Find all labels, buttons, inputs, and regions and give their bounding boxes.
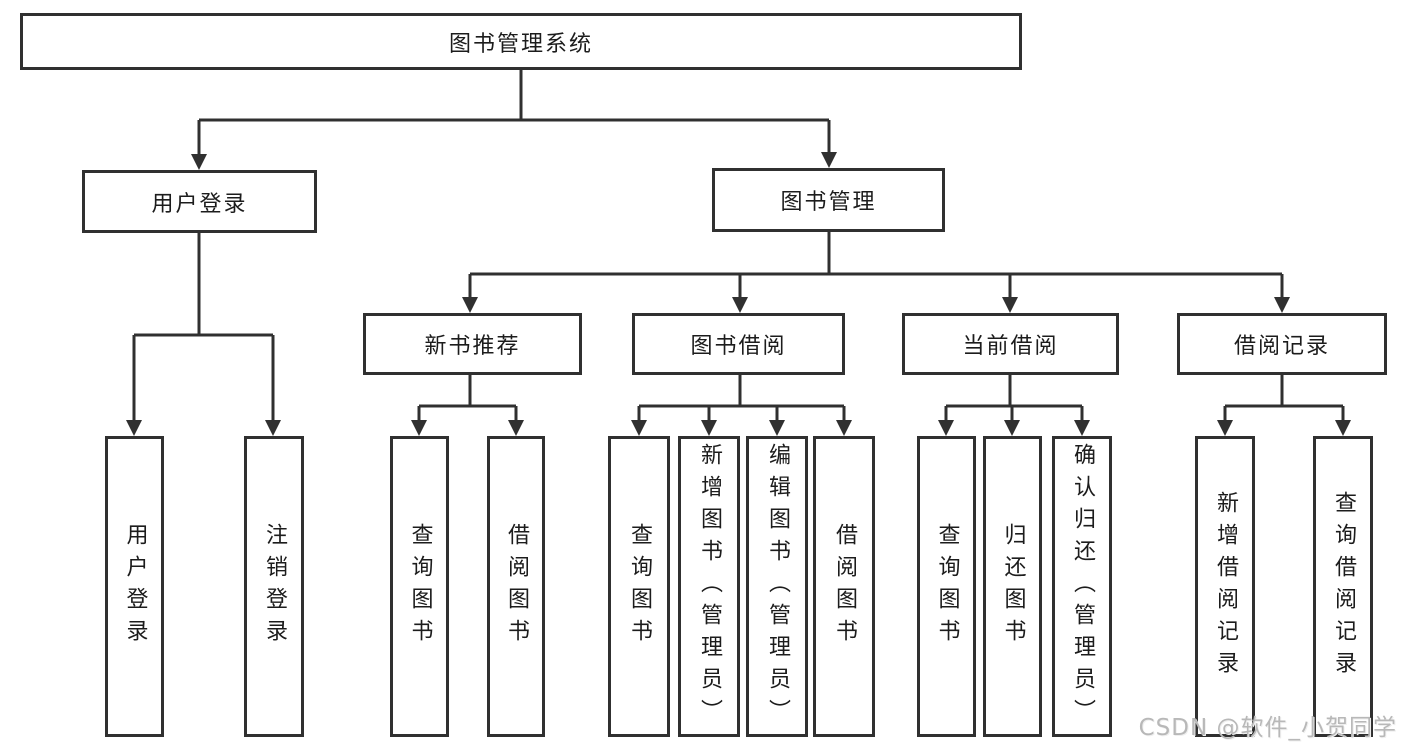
leaf-query-borrow-record-label: 查询借阅记录: [1331, 490, 1356, 683]
node-new-book-recommend-label: 新书推荐: [424, 334, 521, 359]
leaf-user-login: 用户登录: [105, 436, 164, 737]
node-borrow-records-label: 借阅记录: [1233, 334, 1330, 359]
node-book-management: 图书管理: [712, 168, 945, 232]
arrow-down-icon: [191, 154, 207, 170]
arrow-down-icon: [265, 420, 281, 436]
leaf-query-book-borrow-label: 查询图书: [627, 522, 652, 651]
node-user-login: 用户登录: [82, 170, 317, 233]
arrow-down-icon: [1004, 420, 1020, 436]
leaf-borrow-book: 借阅图书: [813, 436, 875, 737]
leaf-edit-book-admin-label: 编辑图书（管理员）: [765, 442, 790, 731]
connector-root-to-level1: [197, 70, 831, 154]
leaf-query-borrow-record: 查询借阅记录: [1313, 436, 1373, 737]
leaf-logout: 注销登录: [244, 436, 304, 737]
node-book-borrow: 图书借阅: [632, 313, 845, 375]
leaf-return-book-label: 归还图书: [1000, 522, 1026, 651]
node-book-borrow-label: 图书借阅: [690, 334, 787, 359]
arrowheads: [126, 152, 1351, 436]
leaf-query-book-recommend: 查询图书: [390, 436, 449, 737]
leaf-return-book: 归还图书: [983, 436, 1042, 737]
leaf-add-book-admin: 新增图书（管理员）: [678, 436, 740, 737]
arrow-down-icon: [938, 420, 954, 436]
leaf-add-borrow-record-label: 新增借阅记录: [1213, 490, 1238, 683]
arrow-down-icon: [508, 420, 524, 436]
connector-current-to-leaves: [944, 375, 1084, 420]
arrow-down-icon: [462, 297, 478, 313]
connector-recommend-to-leaves: [417, 375, 518, 420]
leaf-query-book-recommend-label: 查询图书: [407, 522, 433, 651]
node-current-borrow-label: 当前借阅: [962, 334, 1059, 359]
leaf-borrow-book-recommend: 借阅图书: [487, 436, 545, 737]
leaf-borrow-book-recommend-label: 借阅图书: [504, 522, 529, 651]
node-borrow-records: 借阅记录: [1177, 313, 1387, 375]
node-root: 图书管理系统: [20, 13, 1022, 70]
node-root-label: 图书管理系统: [448, 31, 593, 57]
csdn-watermark: CSDN @软件_小贺同学: [1138, 715, 1397, 741]
leaf-user-login-label: 用户登录: [122, 522, 148, 651]
arrow-down-icon: [126, 420, 142, 436]
leaf-borrow-book-label: 借阅图书: [832, 522, 857, 651]
arrow-down-icon: [1002, 297, 1018, 313]
connector-records-to-leaves: [1223, 375, 1345, 420]
arrow-down-icon: [769, 420, 785, 436]
leaf-query-book-current: 查询图书: [917, 436, 976, 737]
leaf-confirm-return-admin-label: 确认归还（管理员）: [1070, 442, 1095, 731]
node-book-management-label: 图书管理: [780, 190, 877, 215]
arrow-down-icon: [411, 420, 427, 436]
arrow-down-icon: [1335, 420, 1351, 436]
connector-lines: [132, 70, 1345, 420]
connector-mgmt-to-groups: [468, 232, 1284, 297]
leaf-edit-book-admin: 编辑图书（管理员）: [746, 436, 808, 737]
node-current-borrow: 当前借阅: [902, 313, 1119, 375]
arrow-down-icon: [821, 152, 837, 168]
arrow-down-icon: [631, 420, 647, 436]
node-new-book-recommend: 新书推荐: [363, 313, 582, 375]
arrow-down-icon: [701, 420, 717, 436]
arrow-down-icon: [836, 420, 852, 436]
leaf-add-borrow-record: 新增借阅记录: [1195, 436, 1255, 737]
leaf-add-book-admin-label: 新增图书（管理员）: [697, 442, 722, 731]
connector-borrow-to-leaves: [637, 375, 846, 420]
arrow-down-icon: [1274, 297, 1290, 313]
connector-login-to-leaves: [132, 233, 275, 420]
leaf-logout-label: 注销登录: [262, 522, 287, 651]
node-user-login-label: 用户登录: [151, 191, 248, 217]
leaf-query-book-current-label: 查询图书: [934, 522, 960, 651]
arrow-down-icon: [732, 297, 748, 313]
arrow-down-icon: [1217, 420, 1233, 436]
arrow-down-icon: [1074, 420, 1090, 436]
leaf-query-book-borrow: 查询图书: [608, 436, 670, 737]
leaf-confirm-return-admin: 确认归还（管理员）: [1052, 436, 1112, 737]
